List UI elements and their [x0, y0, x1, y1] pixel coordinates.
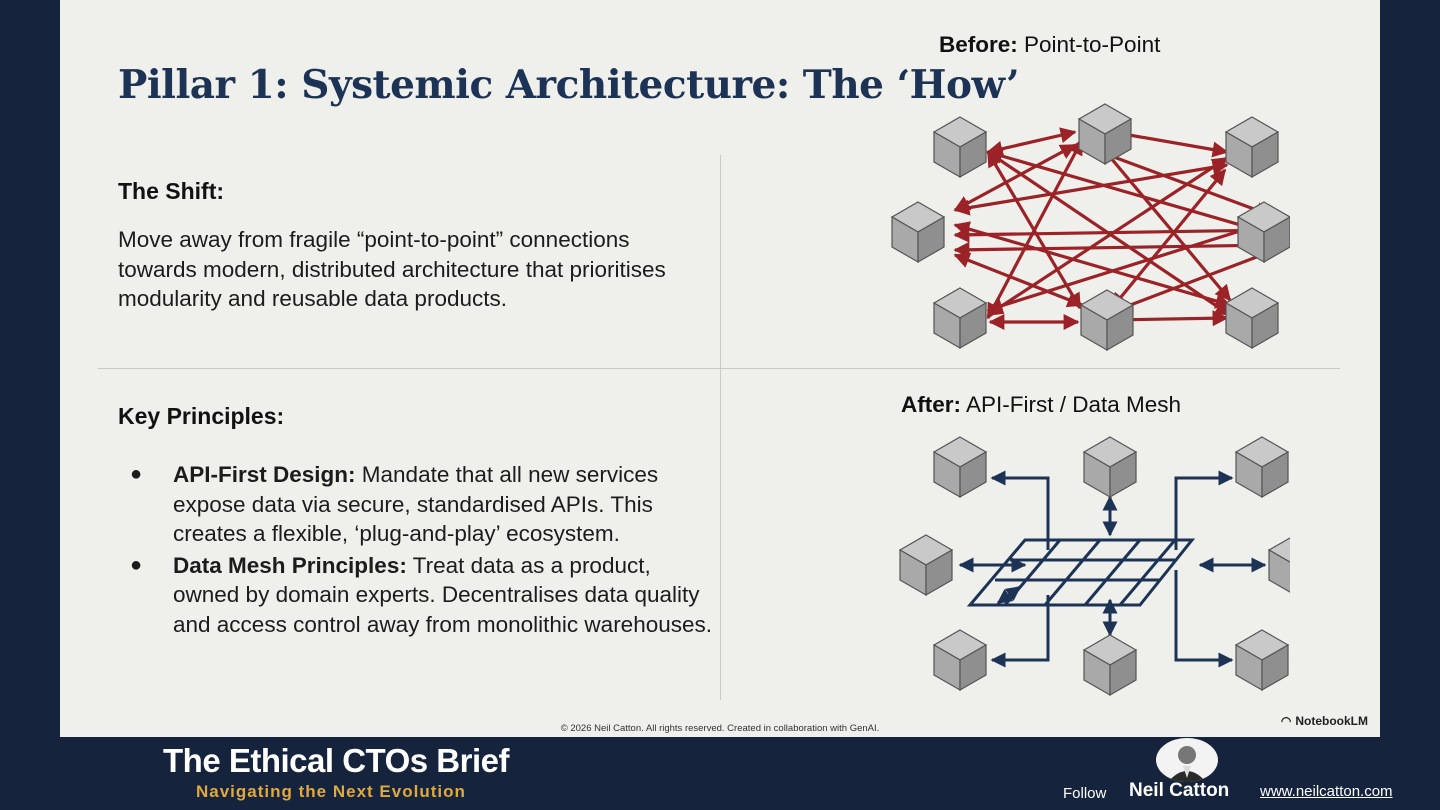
- bullet-icon: ●: [130, 463, 143, 485]
- brand-title: The Ethical CTOs Brief: [163, 742, 509, 779]
- before-label: Before: Point-to-Point: [939, 32, 1161, 57]
- horizontal-divider: [98, 368, 1340, 369]
- after-data-mesh-diagram: [899, 436, 1290, 696]
- before-point-to-point-diagram: [891, 103, 1290, 351]
- after-label: After: API-First / Data Mesh: [901, 392, 1182, 417]
- principle-text: Treat data as a product, owned by domain…: [173, 552, 713, 637]
- bullet-icon: ●: [130, 553, 143, 576]
- website-link[interactable]: www.neilcatton.com: [1260, 783, 1393, 800]
- follow-label: Follow: [1063, 785, 1107, 802]
- principles-list: ● API-First Design: Mandate that all new…: [118, 460, 718, 641]
- shift-heading: The Shift:: [118, 178, 225, 204]
- avatar[interactable]: [1156, 738, 1218, 782]
- principle-data-mesh: ● Data Mesh Principles: Treat data as a …: [118, 551, 718, 640]
- notebooklm-icon: ◠: [1280, 714, 1292, 728]
- author-name[interactable]: Neil Catton: [1129, 780, 1230, 801]
- person-avatar-icon: [1168, 746, 1206, 782]
- vertical-divider: [720, 155, 721, 700]
- principle-term: Data Mesh Principles:: [173, 552, 407, 578]
- principle-api-first: ● API-First Design: Mandate that all new…: [118, 460, 718, 549]
- slide-title: Pillar 1: Systemic Architecture: The ‘Ho…: [118, 62, 1020, 108]
- copyright-text: © 2026 Neil Catton. All rights reserved.…: [560, 723, 880, 734]
- principle-text: Mandate that all new services expose dat…: [173, 462, 659, 546]
- slide: Pillar 1: Systemic Architecture: The ‘Ho…: [60, 0, 1380, 737]
- principles-heading: Key Principles:: [118, 403, 285, 429]
- principle-term: API-First Design:: [173, 462, 356, 487]
- notebooklm-badge: ◠NotebookLM: [1280, 714, 1368, 728]
- brand-subtitle: Navigating the Next Evolution: [196, 782, 466, 801]
- shift-text: Move away from fragile “point-to-point” …: [118, 227, 666, 311]
